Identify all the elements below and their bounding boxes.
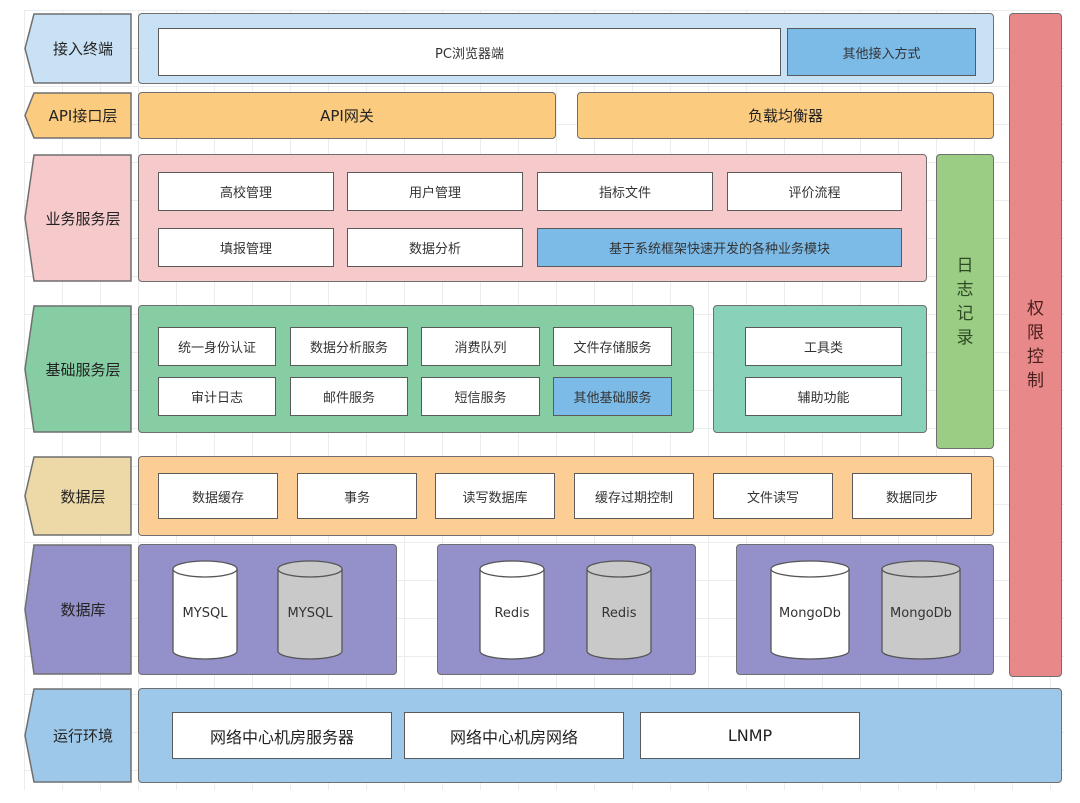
data-item-rw-database[interactable]: 读写数据库: [435, 473, 555, 519]
layer-tag-data: 数据层: [24, 456, 132, 536]
db-label: MongoDb: [779, 606, 841, 621]
layer-label-database: 数据库: [60, 601, 106, 619]
tools-item-auxiliary-functions[interactable]: 辅助功能: [745, 377, 902, 416]
business-item-indicator-files[interactable]: 指标文件: [537, 172, 713, 211]
data-panel: [138, 456, 994, 536]
base-item-unified-auth[interactable]: 统一身份认证: [158, 327, 276, 366]
layer-label-business: 业务服务层: [45, 209, 121, 228]
db-cylinder-mongodb-primary[interactable]: MongoDb: [770, 560, 850, 660]
db-cylinder-redis-primary[interactable]: Redis: [479, 560, 545, 660]
tools-item-utility-classes[interactable]: 工具类: [745, 327, 902, 366]
data-item-file-rw[interactable]: 文件读写: [713, 473, 833, 519]
data-item-transaction[interactable]: 事务: [297, 473, 417, 519]
permission-char: 权: [1027, 299, 1044, 319]
permission-char: 限: [1027, 323, 1044, 343]
business-item-data-analysis[interactable]: 数据分析: [347, 228, 523, 267]
business-item-user-mgmt[interactable]: 用户管理: [347, 172, 523, 211]
layer-tag-access: 接入终端: [24, 13, 132, 84]
log-char: 记: [956, 303, 974, 324]
base-item-other-services[interactable]: 其他基础服务: [553, 377, 672, 416]
business-item-evaluation-flow[interactable]: 评价流程: [727, 172, 902, 211]
access-item-pc-browser[interactable]: PC浏览器端: [158, 28, 781, 76]
layer-label-api: API接口层: [48, 107, 118, 125]
runtime-item-servers[interactable]: 网络中心机房服务器: [172, 712, 392, 759]
db-label: MongoDb: [890, 606, 952, 621]
db-cylinder-mongodb-replica[interactable]: MongoDb: [881, 560, 961, 660]
runtime-item-lnmp[interactable]: LNMP: [640, 712, 860, 759]
api-gateway[interactable]: API网关: [138, 92, 556, 139]
db-label: Redis: [494, 606, 530, 621]
data-item-cache-expiry[interactable]: 缓存过期控制: [574, 473, 694, 519]
db-cylinder-redis-replica[interactable]: Redis: [586, 560, 652, 660]
layer-label-access: 接入终端: [52, 40, 113, 58]
layer-tag-api: API接口层: [24, 92, 132, 139]
base-item-message-queue[interactable]: 消费队列: [421, 327, 540, 366]
data-item-data-sync[interactable]: 数据同步: [852, 473, 972, 519]
layer-label-data: 数据层: [60, 487, 106, 506]
permission-char: 制: [1027, 371, 1044, 391]
log-char: 录: [956, 327, 974, 348]
db-label: MYSQL: [287, 606, 333, 621]
layer-label-base: 基础服务层: [45, 360, 121, 379]
db-cylinder-mysql-replica[interactable]: MYSQL: [277, 560, 343, 660]
base-item-sms-service[interactable]: 短信服务: [421, 377, 540, 416]
load-balancer[interactable]: 负载均衡器: [577, 92, 994, 139]
log-char: 日: [956, 255, 974, 276]
layer-tag-base: 基础服务层: [24, 305, 132, 433]
permission-char: 控: [1027, 347, 1044, 367]
log-record-bar[interactable]: 日 志 记 录: [936, 154, 994, 449]
base-item-data-analysis-service[interactable]: 数据分析服务: [290, 327, 408, 366]
permission-control-bar[interactable]: 权 限 控 制: [1009, 13, 1062, 677]
layer-label-runtime: 运行环境: [52, 727, 113, 745]
base-item-file-storage[interactable]: 文件存储服务: [553, 327, 672, 366]
layer-tag-business: 业务服务层: [24, 154, 132, 282]
business-item-report-mgmt[interactable]: 填报管理: [158, 228, 334, 267]
business-item-university-mgmt[interactable]: 高校管理: [158, 172, 334, 211]
db-cylinder-mysql-primary[interactable]: MYSQL: [172, 560, 238, 660]
log-char: 志: [956, 279, 974, 300]
layer-tag-database: 数据库: [24, 544, 132, 675]
base-item-audit-log[interactable]: 审计日志: [158, 377, 276, 416]
db-label: MYSQL: [182, 606, 228, 621]
layer-tag-runtime: 运行环境: [24, 688, 132, 783]
base-item-mail-service[interactable]: 邮件服务: [290, 377, 408, 416]
db-label: Redis: [601, 606, 637, 621]
db-group-redis: [437, 544, 696, 675]
runtime-item-network[interactable]: 网络中心机房网络: [404, 712, 624, 759]
data-item-cache[interactable]: 数据缓存: [158, 473, 278, 519]
business-item-framework-modules[interactable]: 基于系统框架快速开发的各种业务模块: [537, 228, 902, 267]
access-item-other[interactable]: 其他接入方式: [787, 28, 976, 76]
